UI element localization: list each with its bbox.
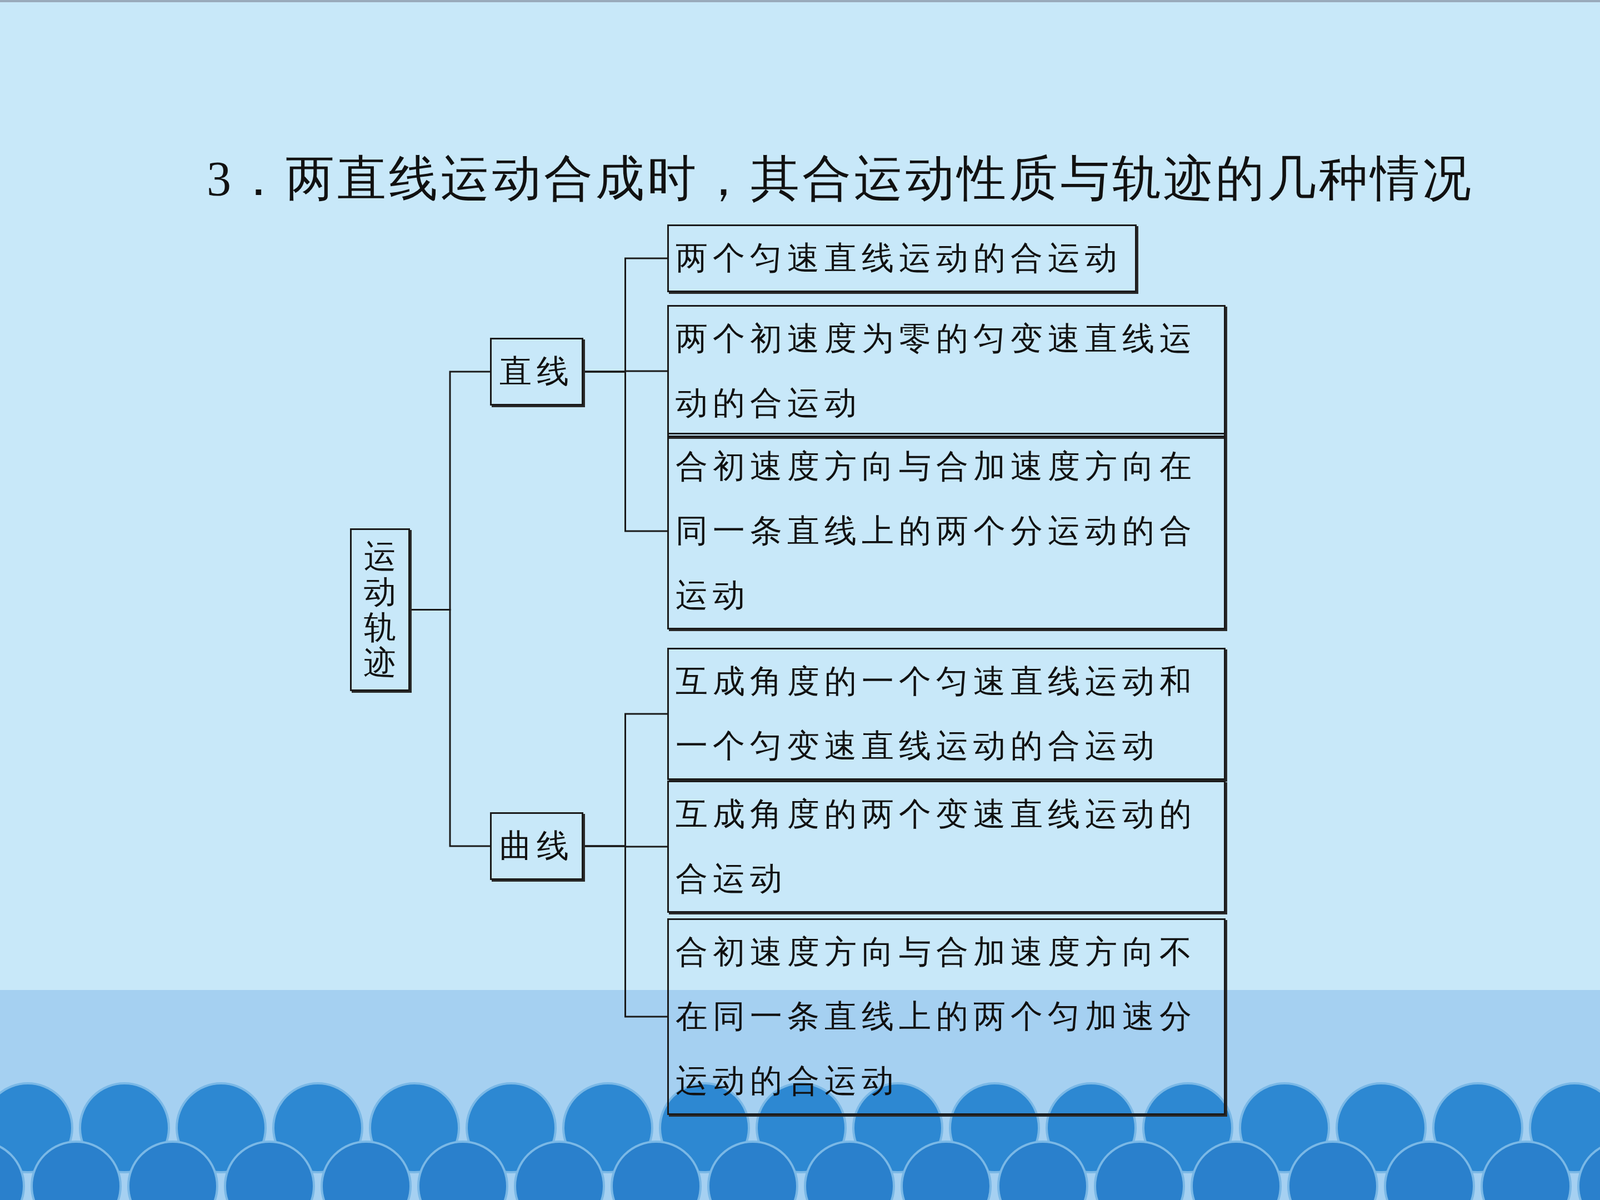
box-text: 运动轨迹 [363, 538, 397, 681]
box-text: 合初速度方向与合加速度方向在同一条直线上的两个分运动的合运动 [675, 434, 1218, 628]
tree-connector [410, 610, 490, 847]
case-box: 两个匀速直线运动的合运动 [667, 224, 1137, 293]
root-box: 运动轨迹 [350, 528, 410, 692]
scallop [418, 1141, 508, 1200]
box-text: 两个匀速直线运动的合运动 [675, 226, 1129, 291]
category-box: 曲线 [490, 812, 584, 880]
scallop [805, 1141, 894, 1200]
scallop [1288, 1141, 1378, 1200]
scallop [321, 1141, 411, 1200]
tree-connector [583, 713, 668, 847]
tree-connector [410, 371, 490, 610]
slide-title: 3．两直线运动合成时，其合运动性质与轨迹的几种情况 [206, 145, 1474, 212]
box-text: 互成角度的一个匀速直线运动和一个匀变速直线运动的合运动 [675, 649, 1218, 779]
scallop [1095, 1141, 1184, 1200]
box-text: 直线 [499, 339, 574, 404]
scallop [225, 1141, 314, 1200]
scallop [1481, 1141, 1571, 1200]
scallop [515, 1141, 604, 1200]
scallop [0, 1141, 24, 1200]
box-text: 曲线 [499, 813, 574, 879]
case-box: 互成角度的一个匀速直线运动和一个匀变速直线运动的合运动 [667, 647, 1226, 780]
case-box: 两个初速度为零的匀变速直线运动的合运动 [667, 305, 1226, 438]
scallop [998, 1141, 1088, 1200]
scallop [611, 1141, 701, 1200]
case-box: 合初速度方向与合加速度方向在同一条直线上的两个分运动的合运动 [667, 432, 1226, 630]
box-text: 两个初速度为零的匀变速直线运动的合运动 [675, 306, 1218, 436]
scallop [31, 1141, 121, 1200]
tree-connector [583, 846, 668, 1017]
scallop [901, 1141, 991, 1200]
scallop-pattern [0, 1083, 1600, 1200]
case-box: 合初速度方向与合加速度方向不在同一条直线上的两个匀加速分运动的合运动 [667, 918, 1226, 1115]
scallop [128, 1141, 218, 1200]
category-box: 直线 [490, 337, 584, 406]
tree-connector [583, 371, 668, 532]
scallop [1191, 1141, 1281, 1200]
scallop [1385, 1141, 1474, 1200]
tree-connector [583, 258, 668, 372]
case-box: 互成角度的两个变速直线运动的合运动 [667, 780, 1226, 913]
scallop [708, 1141, 798, 1200]
scallop [1578, 1141, 1600, 1200]
box-text: 互成角度的两个变速直线运动的合运动 [675, 782, 1218, 912]
top-rule [0, 0, 1600, 3]
box-text: 合初速度方向与合加速度方向不在同一条直线上的两个匀加速分运动的合运动 [675, 920, 1218, 1114]
